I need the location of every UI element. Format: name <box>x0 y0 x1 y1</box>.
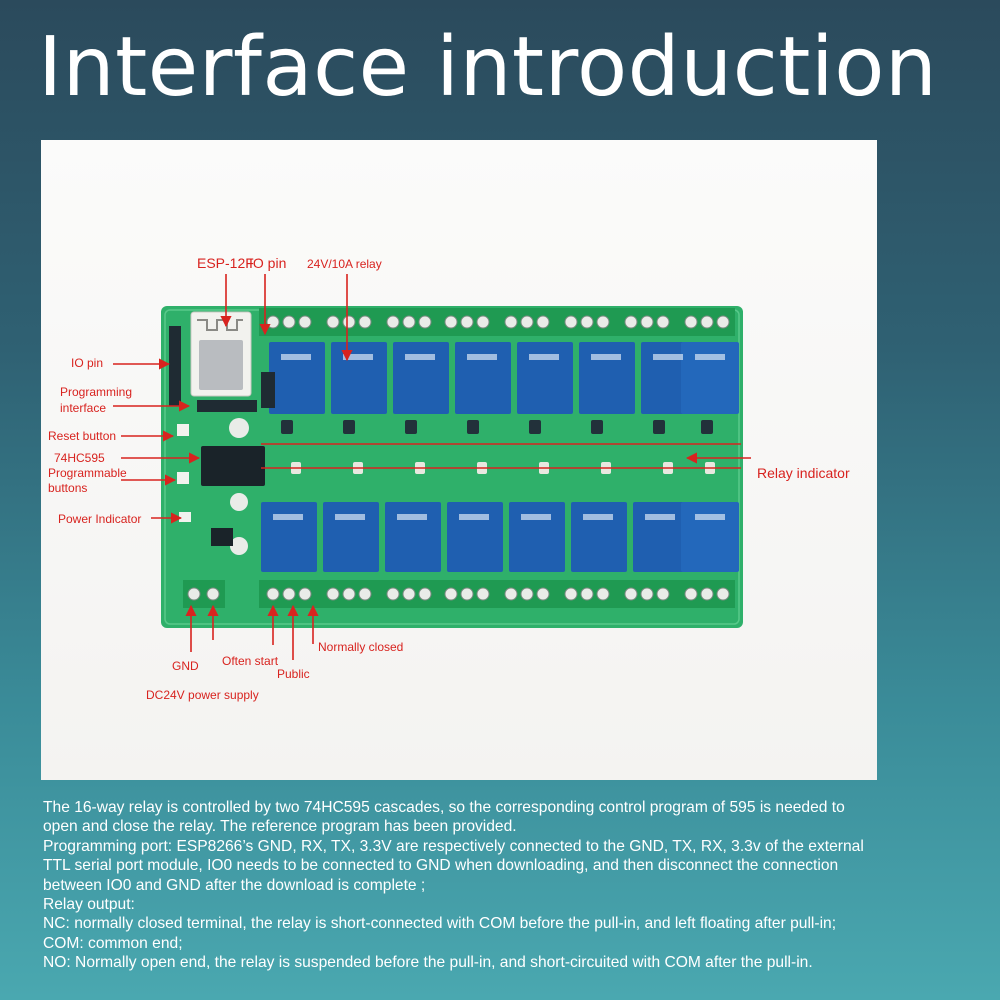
callout-arrows <box>113 274 751 660</box>
description-line: COM: common end; <box>43 934 183 952</box>
label-programming: Programming <box>60 385 132 399</box>
label-public: Public <box>277 667 310 681</box>
board-photo-panel: ESP-12F IO pin 24V/10A relay IO pin Prog… <box>41 140 877 780</box>
top-terminal-blocks <box>259 308 735 336</box>
left-components <box>169 311 275 555</box>
description-line: open and close the relay. The reference … <box>43 818 517 836</box>
label-gnd: GND <box>172 659 199 673</box>
description-line: between IO0 and GND after the download i… <box>43 876 426 894</box>
description-line: Programming port: ESP8266’s GND, RX, TX,… <box>43 837 864 855</box>
label-io-pin-top: IO pin <box>249 255 286 271</box>
label-normally-closed: Normally closed <box>318 640 403 654</box>
label-interface: interface <box>60 401 106 415</box>
label-esp12f: ESP-12F <box>197 255 254 271</box>
label-relay-indicator: Relay indicator <box>757 465 850 481</box>
bottom-relay-row <box>261 502 739 572</box>
description-line: NO: Normally open end, the relay is susp… <box>43 954 813 972</box>
bottom-terminal-blocks <box>183 580 735 608</box>
label-dc24v: DC24V power supply <box>146 688 259 702</box>
description-line: Relay output: <box>43 896 135 914</box>
description-text: The 16-way relay is controlled by two 74… <box>43 798 983 973</box>
description-line: TTL serial port module, IO0 needs to be … <box>43 857 839 875</box>
top-relay-row <box>269 342 739 414</box>
page-title: Interface introduction <box>38 20 938 115</box>
description-line: The 16-way relay is controlled by two 74… <box>43 799 845 816</box>
label-programmable: Programmable <box>48 466 127 480</box>
label-74hc595: 74HC595 <box>54 451 105 465</box>
label-buttons: buttons <box>48 481 87 495</box>
label-io-pin-left: IO pin <box>71 356 103 370</box>
label-reset-button: Reset button <box>48 429 116 443</box>
label-power-indicator: Power Indicator <box>58 512 141 526</box>
label-relay-24v: 24V/10A relay <box>307 257 382 271</box>
description-line: NC: normally closed terminal, the relay … <box>43 915 837 933</box>
indicator-strip <box>281 420 715 474</box>
label-often-start: Often start <box>222 654 279 668</box>
relay-board-diagram: ESP-12F IO pin 24V/10A relay IO pin Prog… <box>48 255 850 702</box>
